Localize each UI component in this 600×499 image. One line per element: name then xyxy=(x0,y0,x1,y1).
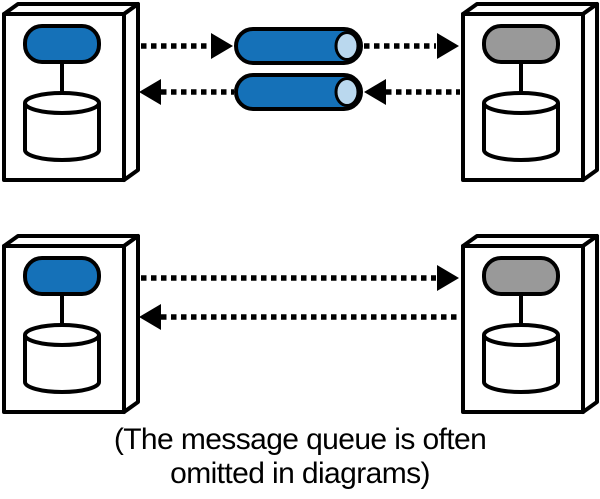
database-cylinder-top xyxy=(482,91,560,115)
arrowhead-left-icon xyxy=(364,79,386,105)
database-cylinder-top xyxy=(23,91,101,115)
arrow-bottom-queue-to-left-service xyxy=(139,79,234,105)
queue-pipe-end xyxy=(334,31,360,61)
service-box-bottom-right xyxy=(461,234,599,414)
caption-line-2: omitted in diagrams) xyxy=(170,457,430,490)
database-cylinder-top xyxy=(482,323,560,347)
service-pill-gray xyxy=(482,256,560,296)
caption-line-1: (The message queue is often xyxy=(113,423,487,456)
message-queue-bottom-pipe xyxy=(234,73,363,111)
caption: (The message queue is often omitted in d… xyxy=(0,423,600,491)
database-cylinder-body xyxy=(23,103,101,162)
arrowhead-left-icon xyxy=(139,79,161,105)
box-side-face xyxy=(122,234,140,414)
arrow-left-service-to-right-service xyxy=(141,265,459,291)
arrowhead-right-icon xyxy=(211,33,233,59)
service-pill-blue xyxy=(23,256,101,296)
box-side-face xyxy=(122,2,140,182)
service-pill-gray xyxy=(482,24,560,64)
database-cylinder-body xyxy=(482,335,560,394)
service-pill-blue xyxy=(23,24,101,64)
arrowhead-left-icon xyxy=(139,304,161,330)
arrow-right-service-to-bottom-queue xyxy=(364,79,460,105)
queue-pipe-end xyxy=(334,77,360,107)
service-box-bottom-left xyxy=(2,234,140,414)
service-box-top-right xyxy=(461,2,599,182)
database-cylinder-body xyxy=(482,103,560,162)
arrow-right-service-to-left-service xyxy=(139,304,460,330)
arrowhead-right-icon xyxy=(437,33,459,59)
box-side-face xyxy=(581,234,599,414)
queue-pipe-body xyxy=(234,73,363,111)
arrow-left-service-to-top-queue xyxy=(141,33,233,59)
box-side-face xyxy=(581,2,599,182)
database-cylinder-top xyxy=(23,323,101,347)
database-cylinder-body xyxy=(23,335,101,394)
arrowhead-right-icon xyxy=(437,265,459,291)
arrow-top-queue-to-right-service xyxy=(364,33,459,59)
queue-pipe-body xyxy=(234,27,363,65)
service-box-top-left xyxy=(2,2,140,182)
message-queue-top-pipe xyxy=(234,27,363,65)
